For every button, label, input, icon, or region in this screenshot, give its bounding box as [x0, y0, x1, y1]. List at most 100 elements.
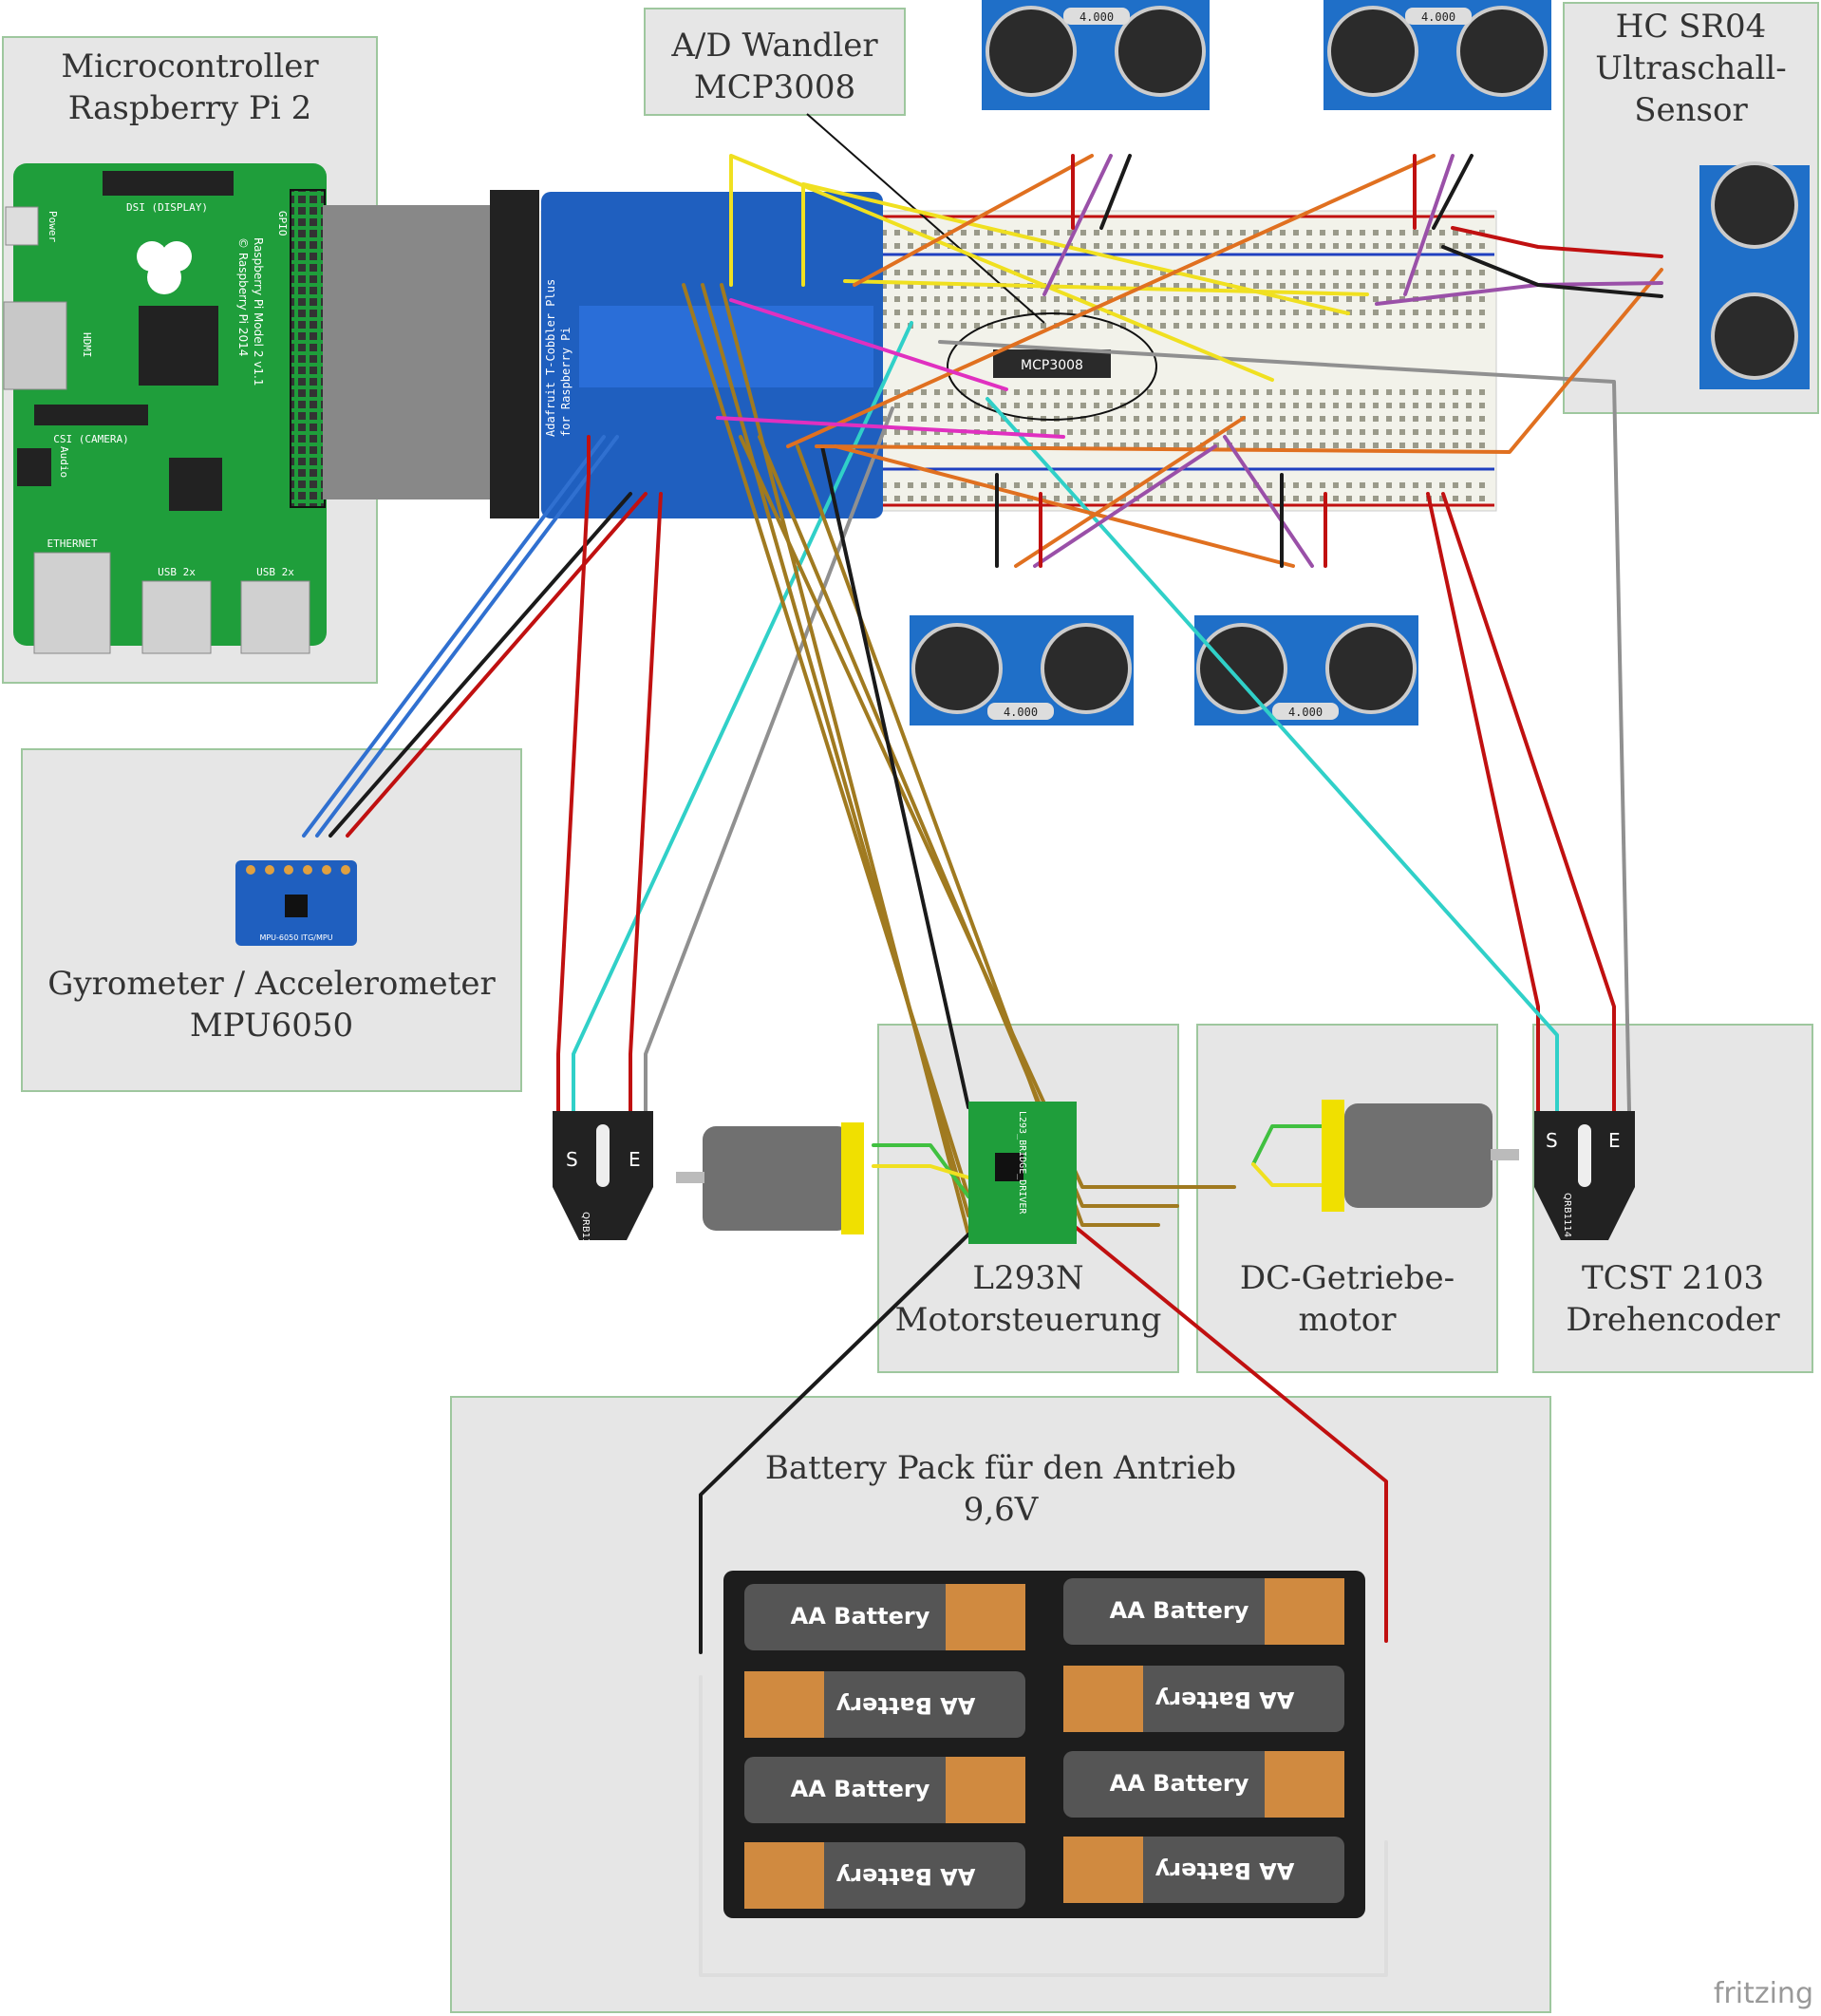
rpi-usb-text-1: USB 2x [158, 566, 196, 578]
mpu6050-pin [284, 865, 293, 875]
wires [302, 154, 1663, 1977]
hc-sr04-transducer [1325, 623, 1417, 714]
hc-sr04-crystal-text: 4.000 [1079, 10, 1114, 24]
tcst-label-line1: TCST 2103 [1582, 1259, 1764, 1297]
hc-sr04-transducer [986, 6, 1077, 97]
battery-label-line1: Battery Pack für den Antrieb [764, 1449, 1237, 1487]
dcmotor-label-line2: motor [1298, 1301, 1397, 1339]
battery-cap [1265, 1751, 1344, 1818]
adc-label-line2: MCP3008 [693, 68, 856, 106]
adc-label-line1: A/D Wandler [671, 27, 878, 65]
rpi-power-text: Power [47, 211, 59, 242]
battery-text: AA Battery [1155, 1857, 1294, 1884]
motor-shaft [1491, 1149, 1519, 1160]
hc-sr04-transducer [1327, 6, 1418, 97]
battery-cell: AA Battery [1063, 1666, 1344, 1732]
wire-purple [1042, 154, 1113, 296]
mpu6050-board: MPU-6050 ITG/MPU [235, 860, 357, 946]
wire-purple [1223, 435, 1314, 568]
tcst-label-line2: Drehencoder [1566, 1301, 1780, 1339]
rpi-ethernet-port [33, 552, 111, 654]
hc-sr04-crystal [987, 703, 1054, 720]
motor-endcap [841, 1122, 864, 1234]
mpu-label-line2: MPU6050 [189, 1007, 354, 1045]
mpu6050-chip [285, 895, 308, 917]
battery-cell: AA Battery [744, 1584, 1025, 1650]
battery-text: AA Battery [1110, 1770, 1249, 1797]
wire-gray [938, 340, 1631, 1113]
motor-can [703, 1126, 851, 1231]
wire-orange [834, 444, 1295, 568]
hc-sr04-top-right: 4.000 [1324, 0, 1551, 110]
mcp3008-chip-text: MCP3008 [1021, 358, 1083, 373]
battery-cell: AA Battery [744, 1757, 1025, 1823]
battery-cap [946, 1584, 1025, 1650]
raspberry-logo-part [147, 260, 181, 294]
raspberry-logo [137, 241, 192, 294]
hc-sr04-transducer [1456, 6, 1548, 97]
cobbler-header [579, 306, 873, 387]
wire-green [1251, 1124, 1325, 1166]
wire-white [699, 1675, 1388, 1977]
cobbler-text-2: for Raspberry Pi [559, 327, 573, 437]
rpi-dsi-connector [103, 171, 234, 196]
hc-sr04-crystal [1063, 8, 1130, 25]
battery-cap [946, 1757, 1025, 1823]
ribbon-cable [323, 205, 513, 499]
battery-cap [744, 1842, 824, 1909]
battery-text: AA Battery [791, 1776, 930, 1802]
hc-sr04-transducer [1711, 161, 1798, 249]
battery-cell: AA Battery [1063, 1751, 1344, 1818]
wire-magenta [729, 298, 1008, 391]
battery-cap [1063, 1837, 1143, 1903]
rpi-hdmi-text: HDMI [81, 332, 93, 358]
wire-purple [1033, 444, 1217, 568]
hc-sr04-right [1699, 161, 1810, 389]
t-cobbler: Adafruit T-Cobbler Plus for Raspberry Pi [541, 192, 883, 518]
battery-cap [1063, 1666, 1143, 1732]
rpi-csi-connector [34, 405, 148, 425]
battery-cap [1265, 1578, 1344, 1645]
battery-cap [744, 1671, 824, 1738]
l293-label-line2: Motorsteuerung [894, 1301, 1162, 1339]
wire-magenta [716, 416, 1065, 439]
raspberry-label-line2: Raspberry Pi 2 [67, 89, 312, 127]
hc-sr04-crystal [1405, 8, 1472, 25]
hc-sr04-transducer [1041, 623, 1132, 714]
wire-black [329, 492, 632, 838]
rpi-audio-text: Audio [58, 446, 70, 478]
rpi-model-text: Raspberry Pi Model 2 v1.1 [252, 237, 265, 386]
hc-sr04-transducer [1115, 6, 1206, 97]
encoder-s-text: S [1546, 1129, 1558, 1152]
mpu-label-line1: Gyrometer / Accelerometer [47, 965, 496, 1003]
wire-green [872, 1143, 970, 1198]
encoder-s-text: S [566, 1148, 578, 1171]
dc-motor-left [676, 1122, 864, 1234]
encoder-e-text: E [629, 1148, 641, 1171]
rpi-pcb [13, 163, 327, 646]
encoder-model-text: QRB1114 [580, 1212, 591, 1256]
rpi-ethernet-text: ETHERNET [47, 537, 98, 550]
wire-red [1441, 492, 1616, 1113]
raspberry-label-line1: Microcontroller [61, 47, 319, 85]
wire-red [556, 435, 591, 1113]
wire-black [1441, 245, 1663, 298]
rpi-usb-port-2 [240, 580, 310, 654]
battery-label-line2: 9,6V [963, 1491, 1039, 1529]
wire-red [346, 492, 648, 838]
hc-sr04-crystal-text: 4.000 [1421, 10, 1455, 24]
hc-sr04-transducer [1196, 623, 1287, 714]
battery-text: AA Battery [1110, 1597, 1249, 1624]
battery-cell: AA Battery [1063, 1837, 1344, 1903]
mcp3008-chip [993, 349, 1111, 378]
hc-sr04-bottom-right: 4.000 [1194, 615, 1418, 725]
battery-cell: AA Battery [744, 1671, 1025, 1738]
hc-sr04-bottom-left: 4.000 [910, 615, 1134, 725]
rpi-audio-jack [17, 448, 51, 486]
battery-cell: AA Battery [744, 1842, 1025, 1909]
wire-purple [1403, 154, 1455, 296]
raspberry-pi-board: DSI (DISPLAY) CSI (CAMERA) HDMI Power Au… [3, 163, 327, 654]
motor-endcap [1322, 1100, 1344, 1212]
